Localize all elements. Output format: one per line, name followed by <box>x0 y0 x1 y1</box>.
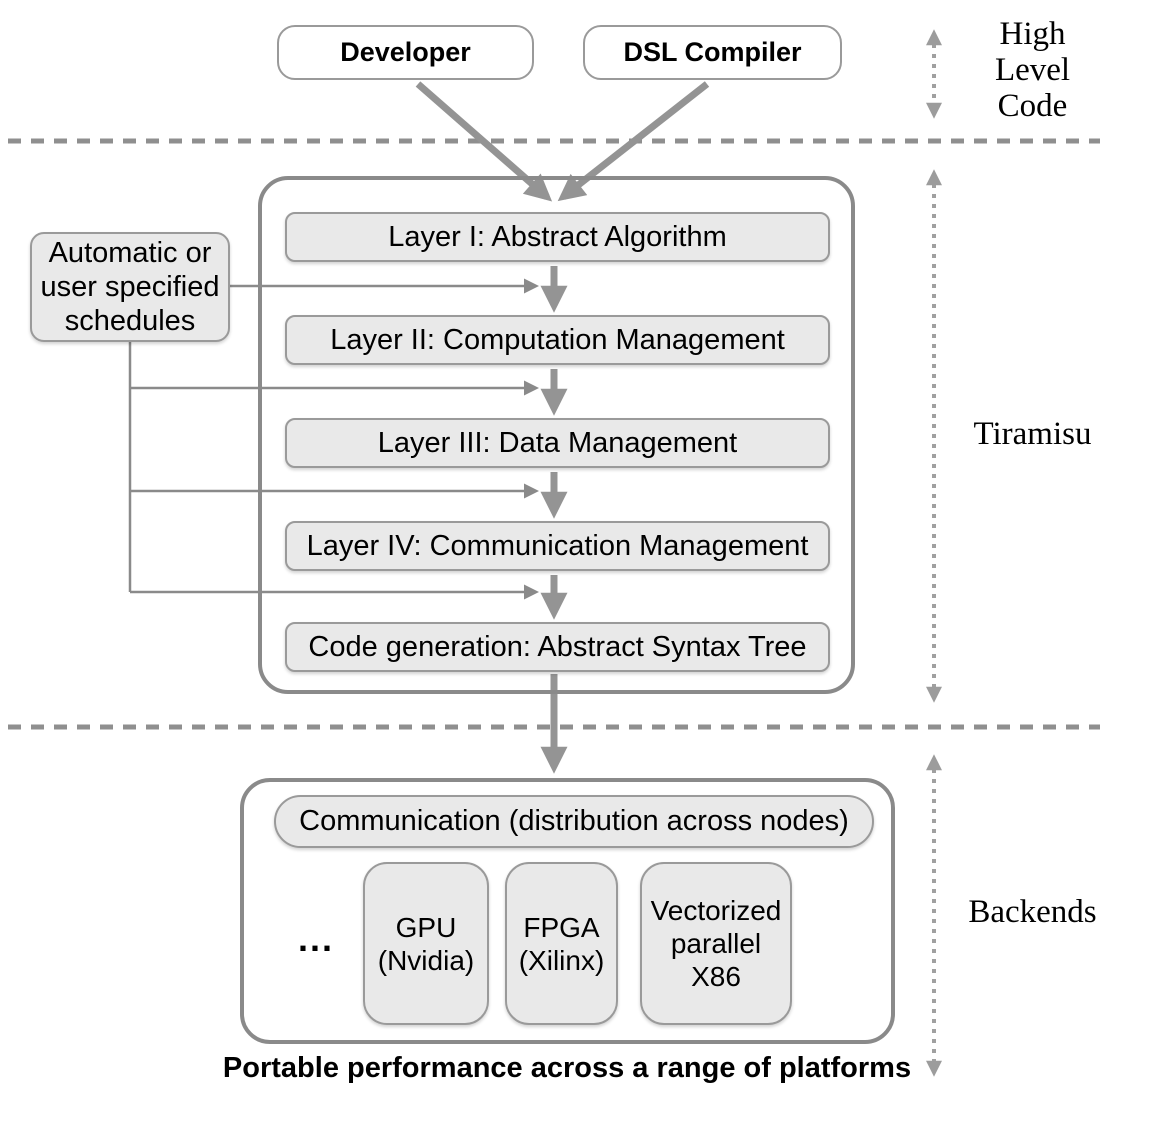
communication-pill: Communication (distribution across nodes… <box>274 795 874 848</box>
dsl-compiler-box: DSL Compiler <box>583 25 842 80</box>
vectorized-x86-box: Vectorized parallel X86 <box>640 862 792 1025</box>
portability-caption: Portable performance across a range of p… <box>222 1052 912 1084</box>
high-level-code-label: High Level Code <box>994 16 1071 124</box>
layer3-data-management-box: Layer III: Data Management <box>285 418 830 468</box>
more-backends-ellipsis: ... <box>298 918 335 959</box>
schedules-box: Automatic or user specified schedules <box>30 232 230 342</box>
fpga-xilinx-box: FPGA (Xilinx) <box>505 862 618 1025</box>
layer4-communication-management-box: Layer IV: Communication Management <box>285 521 830 571</box>
layer1-abstract-algorithm-box: Layer I: Abstract Algorithm <box>285 212 830 262</box>
backends-label: Backends <box>968 894 1097 930</box>
developer-box: Developer <box>277 25 534 80</box>
dsl-compiler-label: DSL Compiler <box>623 37 802 67</box>
code-generation-box: Code generation: Abstract Syntax Tree <box>285 622 830 672</box>
tiramisu-label: Tiramisu <box>973 416 1092 452</box>
gpu-nvidia-box: GPU (Nvidia) <box>363 862 489 1025</box>
developer-label: Developer <box>340 37 471 67</box>
tiramisu-container <box>258 176 855 694</box>
layer2-computation-management-box: Layer II: Computation Management <box>285 315 830 365</box>
backends-container <box>240 778 895 1044</box>
